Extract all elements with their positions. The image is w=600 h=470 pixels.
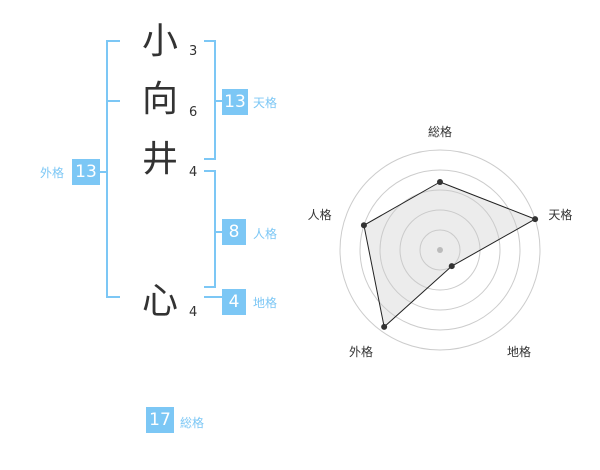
radar-ring-5 bbox=[339, 149, 541, 351]
jinkaku-bracket-bottom bbox=[204, 286, 216, 288]
chikaku-connector bbox=[204, 296, 222, 298]
name-char-2: 向 bbox=[141, 79, 178, 120]
radar-axis-label-2: 天格 bbox=[548, 207, 572, 222]
stroke-count-4: 4 bbox=[189, 305, 198, 320]
chikaku-label: 地格 bbox=[253, 296, 278, 310]
radar-axis-label-3: 地格 bbox=[507, 344, 531, 359]
gaikaku-bracket-bottom bbox=[106, 296, 120, 298]
gaikaku-bracket-vertical bbox=[106, 40, 108, 298]
jinkaku-bracket-vertical bbox=[214, 170, 216, 288]
tenkaku-bracket-top bbox=[204, 40, 216, 42]
radar-point-1 bbox=[437, 179, 443, 185]
gaikaku-bracket-mid bbox=[106, 100, 120, 102]
tenkaku-badge: 13 bbox=[222, 89, 248, 115]
radar-axis-label-5: 人格 bbox=[308, 207, 332, 222]
stroke-count-3: 4 bbox=[189, 165, 198, 180]
radar-ring-1 bbox=[419, 229, 461, 271]
name-char-3: 井 bbox=[141, 139, 178, 180]
soukaku-label: 総格 bbox=[180, 416, 205, 430]
gaikaku-connector bbox=[99, 171, 107, 173]
gaikaku-badge: 13 bbox=[72, 159, 100, 185]
chikaku-badge: 4 bbox=[222, 289, 246, 315]
tenkaku-label: 天格 bbox=[253, 96, 278, 110]
radar-area bbox=[363, 181, 537, 328]
radar-point-3 bbox=[448, 263, 455, 270]
jinkaku-badge: 8 bbox=[222, 219, 246, 245]
tenkaku-bracket-bottom bbox=[204, 158, 216, 160]
stroke-count-2: 6 bbox=[189, 105, 198, 120]
radar-axis-label-1: 総格 bbox=[428, 124, 452, 139]
radar-ring-3 bbox=[379, 189, 501, 311]
name-char-1: 小 bbox=[141, 21, 178, 62]
jinkaku-label: 人格 bbox=[253, 227, 278, 241]
stroke-count-1: 3 bbox=[189, 44, 198, 59]
jinkaku-connector bbox=[214, 231, 222, 233]
radar-point-2 bbox=[532, 216, 539, 223]
tenkaku-connector bbox=[214, 100, 222, 102]
gaikaku-bracket-top bbox=[106, 40, 120, 42]
radar-point-4 bbox=[381, 323, 388, 330]
jinkaku-bracket-top bbox=[204, 170, 216, 172]
name-char-4: 心 bbox=[141, 281, 178, 322]
radar-center bbox=[437, 247, 443, 253]
gaikaku-label: 外格 bbox=[40, 166, 65, 180]
soukaku-badge: 17 bbox=[146, 407, 174, 433]
radar-axis-label-4: 外格 bbox=[349, 344, 373, 359]
radar-ring-4 bbox=[359, 169, 521, 331]
radar-point-5 bbox=[360, 222, 367, 229]
